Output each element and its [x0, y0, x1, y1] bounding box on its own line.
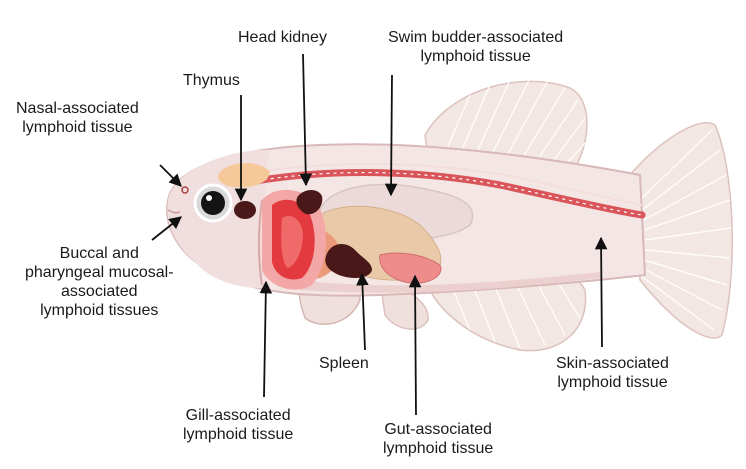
label-thymus: Thymus — [183, 71, 240, 90]
arrow-nasal — [159, 164, 182, 187]
spleen-organ — [325, 244, 372, 278]
label-buccal-line-2: pharyngeal mucosal- — [25, 264, 174, 281]
label-thymus-line-1: Thymus — [183, 72, 240, 89]
label-buccal-line-4: lymphoid tissues — [40, 302, 159, 319]
label-swim-bladder-line-2: lymphoid tissue — [420, 48, 531, 65]
label-buccal-line-3: associated — [61, 283, 138, 300]
arrow-head-kidney — [299, 53, 313, 187]
arrow-gill — [259, 280, 273, 398]
label-gut: Gut-associated lymphoid tissue — [383, 420, 493, 458]
label-nasal: Nasal-associated lymphoid tissue — [16, 99, 139, 137]
label-skin: Skin-associated lymphoid tissue — [556, 354, 669, 392]
label-gill: Gill-associated lymphoid tissue — [183, 406, 293, 444]
label-gill-line-2: lymphoid tissue — [183, 426, 294, 443]
label-gill-line-1: Gill-associated — [185, 407, 291, 424]
arrow-spleen — [356, 272, 369, 351]
label-nasal-line-1: Nasal-associated — [16, 100, 139, 117]
label-gut-line-1: Gut-associated — [384, 421, 492, 438]
label-skin-line-1: Skin-associated — [556, 355, 669, 372]
label-buccal-line-1: Buccal and — [59, 245, 139, 262]
arrow-skin — [594, 236, 608, 348]
pupil — [201, 191, 225, 215]
arrow-gut — [408, 274, 422, 416]
arrow-swim-bladder — [384, 74, 398, 197]
label-head-kidney: Head kidney — [238, 28, 327, 47]
buccal-organ — [234, 201, 256, 219]
thymus-organ — [218, 163, 270, 188]
lateral-line — [246, 163, 646, 219]
label-swim-bladder: Swim budder-associated lymphoid tissue — [388, 28, 563, 66]
label-skin-line-2: lymphoid tissue — [557, 374, 668, 391]
head-features — [167, 183, 256, 223]
gills — [258, 189, 326, 290]
label-buccal: Buccal and pharyngeal mucosal- associate… — [25, 244, 174, 320]
label-spleen: Spleen — [319, 354, 369, 373]
label-swim-bladder-line-1: Swim budder-associated — [388, 29, 564, 46]
nostril — [181, 186, 189, 194]
label-spleen-line-1: Spleen — [319, 355, 369, 372]
head-kidney-organ — [296, 190, 323, 215]
label-head-kidney-line-1: Head kidney — [238, 29, 327, 46]
caudal-fin — [629, 122, 733, 339]
arrow-buccal — [151, 216, 182, 241]
label-gut-line-2: lymphoid tissue — [383, 440, 494, 457]
leader-arrows — [151, 53, 608, 416]
label-nasal-line-2: lymphoid tissue — [22, 119, 133, 136]
